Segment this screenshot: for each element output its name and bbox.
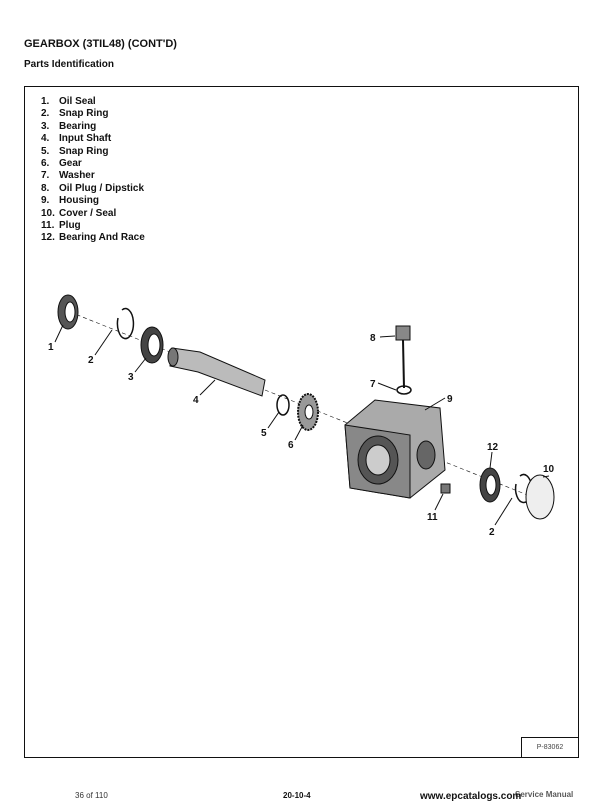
parts-list-item: 8.Oil Plug / Dipstick — [41, 182, 145, 194]
parts-list-item: 6.Gear — [41, 158, 82, 170]
callout-8: 8 — [370, 333, 376, 344]
callout-1: 1 — [48, 342, 54, 353]
parts-list-item: 3.Bearing — [41, 120, 97, 132]
oil-seal-part — [57, 294, 79, 330]
washer-part — [396, 385, 412, 395]
section-number: 20-10-4 — [283, 791, 311, 800]
parts-list-item: 1.Oil Seal — [41, 96, 96, 107]
section-subtitle: Parts Identification — [24, 59, 115, 70]
page-count: 36 of 110 — [75, 791, 108, 800]
snap-ring-part — [276, 394, 290, 416]
parts-list-item: 2.Snap Ring — [41, 108, 109, 120]
callout-6: 6 — [288, 440, 294, 451]
figure-frame: 1.Oil Seal 2.Snap Ring 3.Bearing 4.Input… — [24, 86, 579, 758]
parts-list-item: 7.Washer — [41, 170, 95, 182]
page-title: GEARBOX (3TIL48) (CONT'D) — [24, 38, 177, 50]
callout-2b: 2 — [489, 527, 495, 538]
callout-9: 9 — [447, 394, 453, 405]
parts-list-item: 10.Cover / Seal — [41, 207, 117, 219]
parts-list-item: 4.Input Shaft — [41, 133, 112, 145]
plug-part — [440, 483, 451, 494]
parts-list-item: 9.Housing — [41, 195, 99, 207]
callout-12: 12 — [487, 442, 499, 453]
parts-list-item: 5.Snap Ring — [41, 145, 109, 157]
input-shaft-part — [167, 347, 266, 397]
callout-3: 3 — [128, 372, 134, 383]
figure-id: P-83062 — [521, 737, 579, 758]
snap-ring-part — [116, 307, 135, 340]
manual-name: Service Manual — [515, 790, 574, 799]
callout-7: 7 — [370, 379, 376, 390]
dipstick-part — [395, 325, 411, 389]
cover-seal-part — [525, 474, 555, 520]
callout-11: 11 — [427, 512, 438, 523]
callout-5: 5 — [261, 428, 267, 439]
watermark: www.epcatalogs.com — [420, 791, 522, 802]
parts-list: 1.Oil Seal 2.Snap Ring 3.Bearing 4.Input… — [41, 96, 145, 245]
gear-part — [297, 393, 319, 431]
bearing-and-race-part — [479, 467, 501, 503]
parts-list-item: 11.Plug — [41, 220, 81, 232]
housing-part — [344, 399, 446, 499]
bearing-part — [140, 326, 164, 364]
callout-4: 4 — [193, 395, 199, 406]
callout-10: 10 — [543, 464, 555, 475]
parts-list-item: 12.Bearing And Race — [41, 232, 145, 244]
callout-2: 2 — [88, 355, 94, 366]
